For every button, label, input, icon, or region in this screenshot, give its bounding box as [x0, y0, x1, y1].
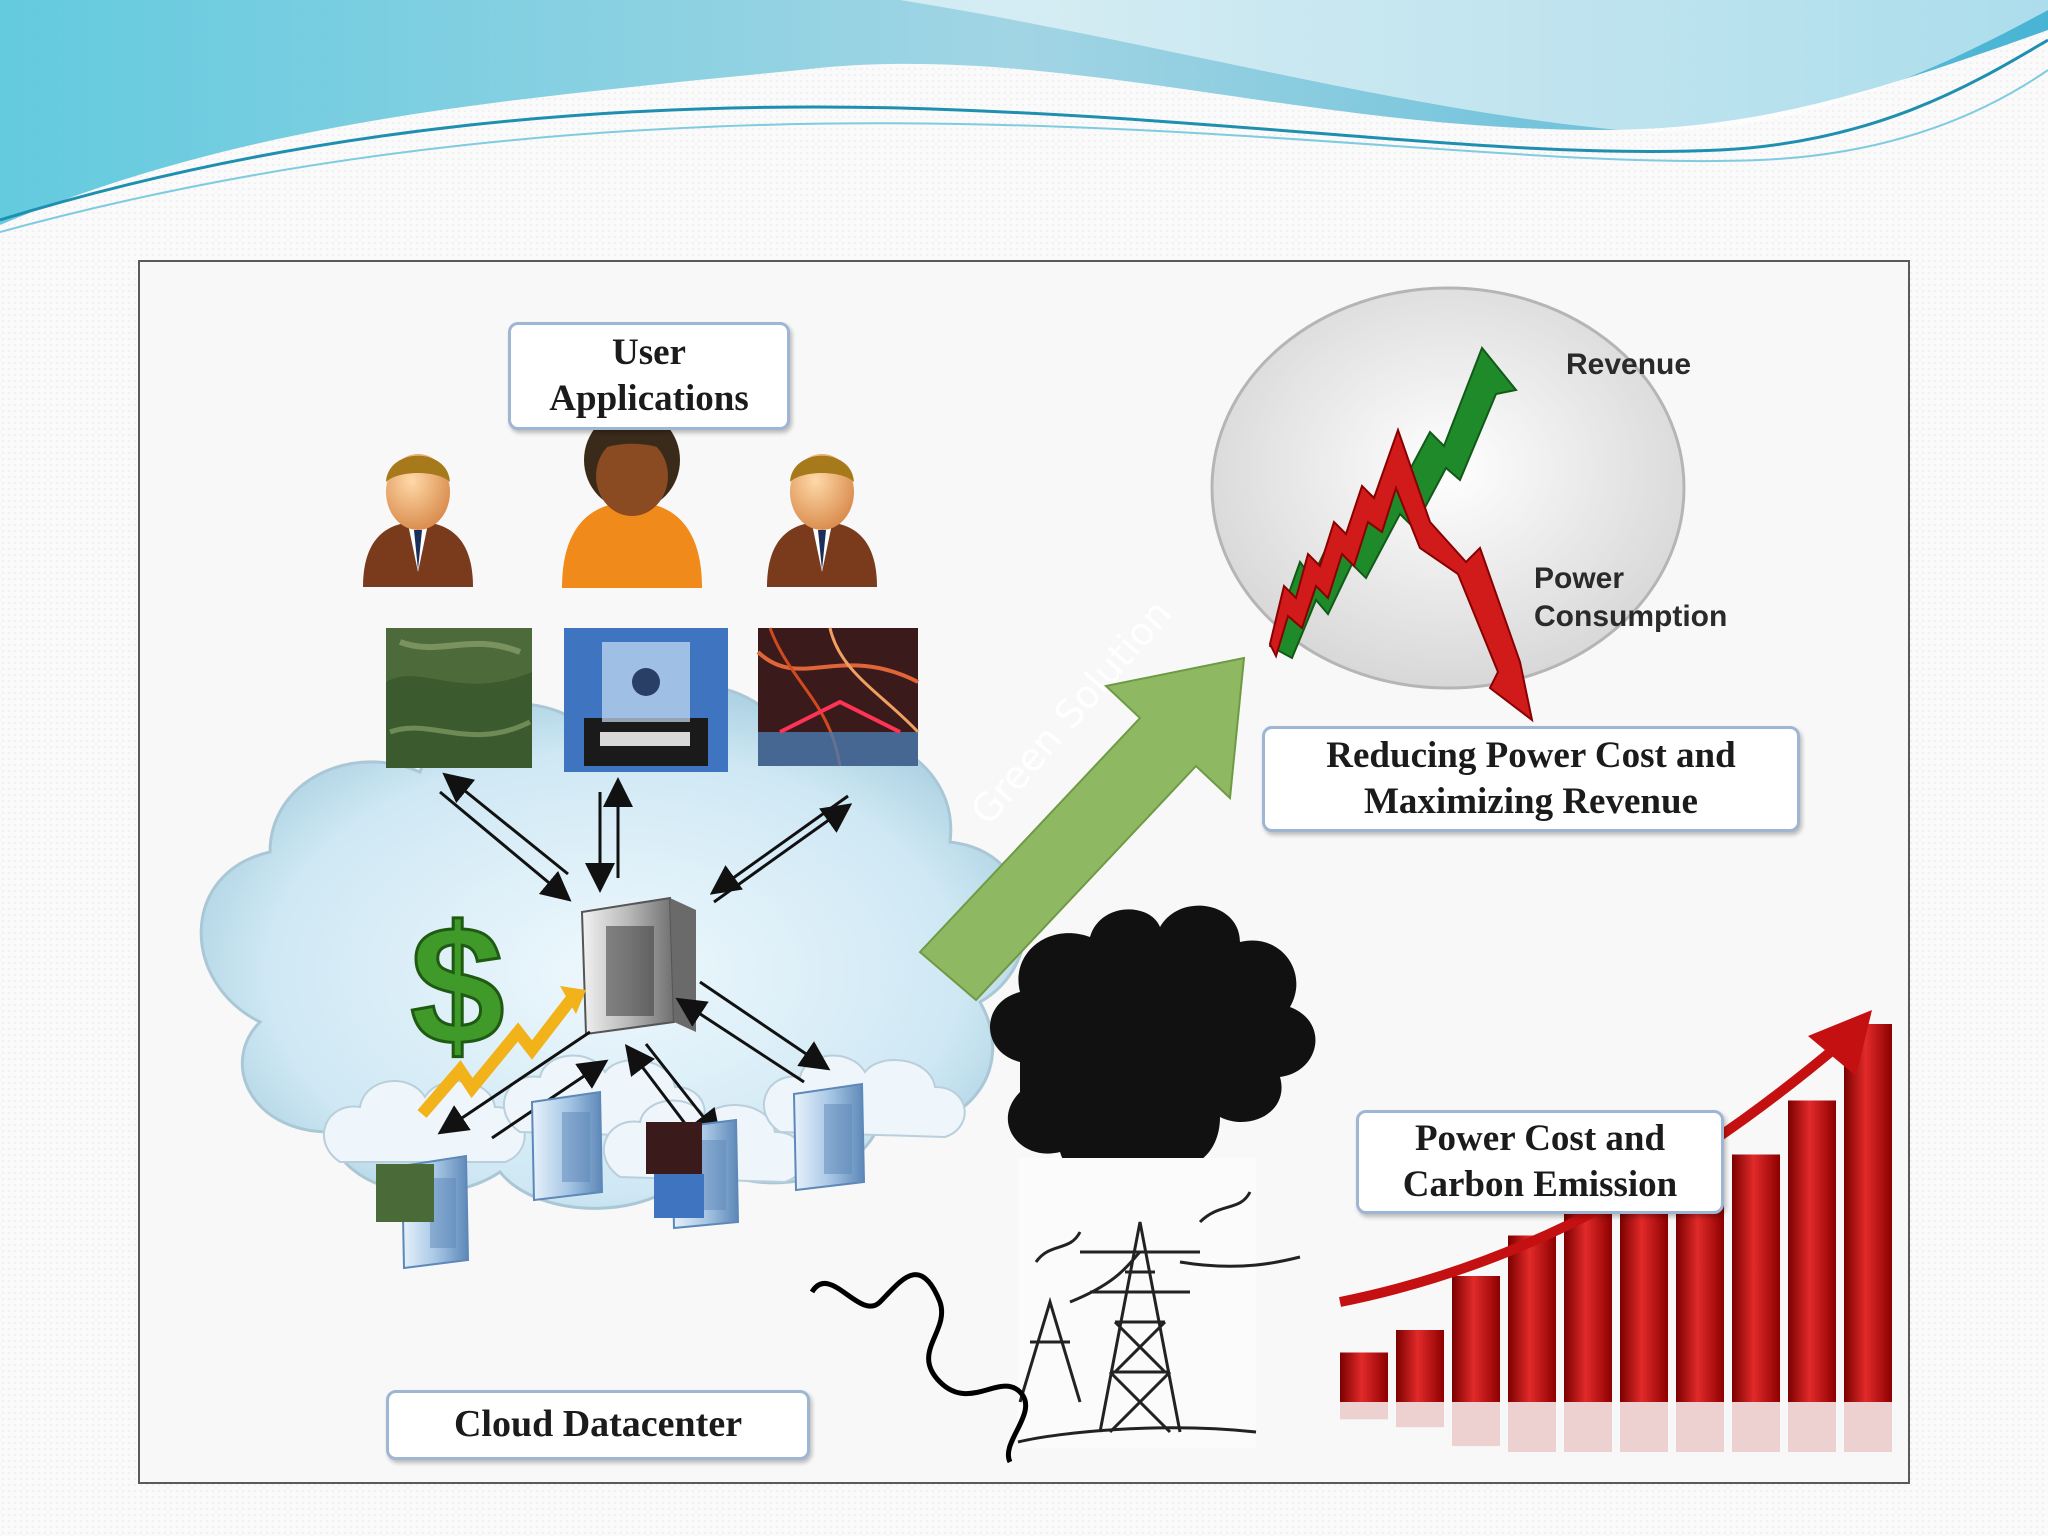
user-applications-line-2: Applications	[549, 378, 749, 419]
application-image-terrain	[386, 628, 532, 768]
emission-bar-reflection	[1508, 1402, 1556, 1452]
reducing-power-cost-label: Reducing Power Cost and Maximizing Reven…	[1262, 726, 1800, 832]
emission-bar	[1396, 1330, 1444, 1402]
green-solution-arrow	[918, 656, 1246, 1002]
emission-bar	[1788, 1100, 1836, 1402]
user-icon-right	[767, 454, 877, 587]
power-consumption-line-2: Consumption	[1534, 599, 1728, 633]
central-server-icon	[580, 896, 696, 1036]
emission-bar	[1620, 1181, 1668, 1402]
emission-bar	[1732, 1154, 1780, 1402]
server-icon	[792, 1082, 866, 1192]
server-app-thumbnail-terrain	[376, 1164, 434, 1222]
emission-bar-reflection	[1788, 1402, 1836, 1452]
emission-bar	[1676, 1190, 1724, 1402]
user-icon-left	[363, 454, 473, 587]
power-cost-line-2: Carbon Emission	[1402, 1164, 1678, 1205]
emission-bar-chart	[1340, 1024, 1892, 1452]
user-applications-label: User Applications	[508, 322, 790, 430]
emission-trend-arrowhead	[1808, 1010, 1872, 1076]
green-cloud-diagram: $	[138, 260, 1910, 1484]
application-image-network	[756, 627, 920, 767]
emission-bar-reflection	[1676, 1402, 1724, 1452]
emission-bar	[1340, 1352, 1388, 1402]
emission-bar-reflection	[1396, 1402, 1444, 1428]
application-image-device	[564, 628, 728, 772]
emission-bar-reflection	[1452, 1402, 1500, 1447]
svg-text:$: $	[410, 891, 505, 1081]
emission-bar	[1844, 1024, 1892, 1402]
power-cable	[809, 1272, 1029, 1464]
reducing-line-1: Reducing Power Cost and	[1326, 734, 1736, 776]
power-cost-carbon-label: Power Cost and Carbon Emission	[1356, 1110, 1724, 1214]
server-app-thumbnail-network	[646, 1122, 702, 1174]
smoke-cloud-icon	[990, 905, 1316, 1182]
emission-bar-reflection	[1844, 1402, 1892, 1452]
emission-bar-reflection	[1340, 1402, 1388, 1420]
emission-bar-reflection	[1732, 1402, 1780, 1452]
emission-bar	[1508, 1235, 1556, 1402]
emission-bar	[1564, 1199, 1612, 1402]
server-icon	[530, 1090, 604, 1202]
user-applications-line-1: User	[612, 331, 686, 373]
cloud-datacenter-label: Cloud Datacenter	[386, 1390, 810, 1460]
slide-header-swoosh	[0, 0, 2048, 233]
emission-bar-reflection	[1564, 1402, 1612, 1452]
power-cost-line-1: Power Cost and	[1414, 1117, 1666, 1159]
emission-bar	[1452, 1276, 1500, 1402]
server-app-thumbnail-device	[654, 1174, 704, 1218]
revenue-label: Revenue	[1566, 348, 1692, 381]
power-consumption-arrow	[1268, 426, 1534, 723]
power-consumption-line-1: Power	[1534, 562, 1625, 595]
dollar-icon: $	[409, 890, 586, 1118]
user-icon-center	[562, 410, 702, 588]
connection-arrows-top	[439, 772, 853, 904]
reducing-line-2: Maximizing Revenue	[1364, 781, 1698, 822]
power-consumption-label: Power Consumption	[1534, 560, 1727, 635]
power-tower-icon	[1017, 1158, 1301, 1448]
cloud-datacenter-text: Cloud Datacenter	[453, 1403, 743, 1446]
emission-bar-reflection	[1620, 1402, 1668, 1452]
